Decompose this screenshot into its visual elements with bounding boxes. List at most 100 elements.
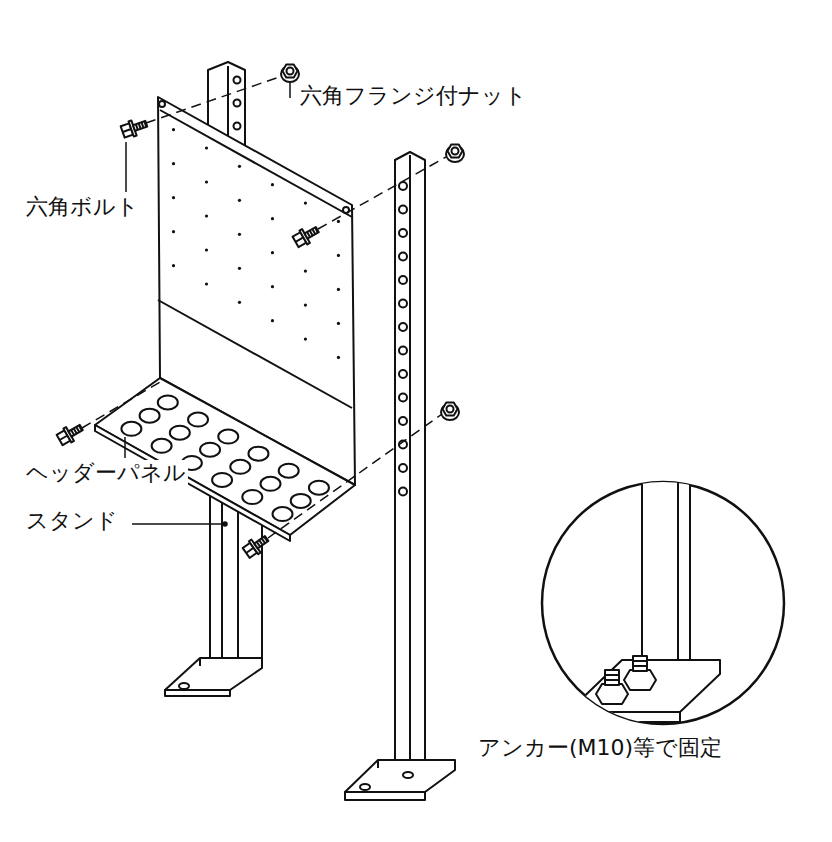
header-panel [248, 447, 268, 461]
flange-nut [446, 145, 464, 162]
right-stand [399, 206, 407, 214]
right-stand [360, 784, 370, 790]
header-panel [158, 395, 178, 409]
hex-bolt [139, 123, 141, 129]
header-panel [205, 180, 208, 183]
flange-nut [283, 65, 298, 78]
right-stand [399, 323, 407, 331]
right-stand [399, 370, 407, 378]
anchor-detail [605, 670, 619, 685]
hex-bolt [254, 536, 268, 548]
hex-bolt [292, 223, 322, 249]
hex-bolt [74, 428, 77, 433]
hex-bolt [262, 538, 265, 543]
assembly-line [82, 382, 160, 428]
right-stand [403, 772, 413, 778]
right-stand [345, 792, 425, 800]
right-stand [399, 276, 407, 284]
left-stand [234, 100, 241, 107]
header-panel [188, 413, 208, 427]
flange-nut [287, 68, 294, 75]
leader-line [125, 142, 127, 192]
header-panel [304, 337, 307, 340]
right-stand [399, 229, 407, 237]
flange-nut [441, 403, 459, 420]
right-stand [345, 760, 455, 792]
header-panel [271, 319, 274, 322]
left-stand [234, 77, 241, 84]
right-stand [399, 300, 407, 308]
header-panel [160, 110, 352, 217]
anchor-detail [568, 470, 720, 722]
header-panel [238, 233, 241, 236]
header-panel [279, 464, 299, 478]
left-stand [165, 658, 262, 690]
anchor-detail [605, 674, 619, 676]
header-panel [172, 230, 175, 233]
assembly-line [146, 76, 282, 123]
header-panel [205, 282, 208, 285]
right-stand [345, 152, 455, 800]
hex-bolt [257, 542, 260, 547]
left-stand [165, 690, 230, 696]
right-stand [399, 394, 407, 402]
hex-bolt [141, 122, 143, 128]
header-panel [121, 422, 141, 436]
hex-bolt [79, 425, 82, 430]
right-stand [399, 182, 407, 190]
header-panel [170, 426, 190, 440]
part-name: 六角フランジ付ナット [298, 83, 529, 109]
hex-bolt [312, 229, 315, 234]
header-panel [95, 378, 355, 535]
header-panel [212, 473, 232, 487]
anchor-detail [633, 665, 647, 667]
hex-bolt [264, 537, 267, 542]
hex-bolt [307, 232, 310, 237]
header-panel [271, 217, 274, 220]
header-panel [205, 248, 208, 251]
leader-line [132, 523, 224, 525]
hex-bolt [305, 227, 319, 239]
hex-bolt [296, 237, 304, 241]
anchor-detail [642, 470, 690, 660]
hex-bolt [120, 116, 149, 139]
flange-nut [448, 145, 463, 158]
hex-bolt [68, 425, 82, 437]
right-stand [377, 760, 379, 768]
header-panel [172, 128, 175, 131]
header-panel [337, 356, 340, 359]
header-panel [304, 201, 307, 204]
hex-bolt [242, 532, 272, 560]
hex-bolt [310, 230, 313, 235]
header-panel [238, 301, 241, 304]
anchor-detail [624, 670, 656, 690]
header-panel [159, 101, 165, 107]
header-panel [304, 303, 307, 306]
anchor-detail [568, 712, 680, 722]
header-panel [261, 477, 281, 491]
note: アンカー(M10)等で固定 [476, 735, 724, 761]
header-panel [205, 214, 208, 217]
header-panel [337, 254, 340, 257]
header-panel [273, 507, 293, 521]
header-panel [218, 430, 238, 444]
flange-nut [452, 148, 459, 155]
hex-bolt [246, 548, 253, 553]
header-panel [172, 162, 175, 165]
part-name: スタンド [24, 508, 120, 534]
part-name: ヘッダーパネル [24, 460, 188, 486]
hex-bolt [76, 427, 79, 432]
leader-line [223, 522, 227, 526]
header-panel [271, 285, 274, 288]
anchor-detail [605, 679, 619, 681]
anchor-detail [596, 684, 628, 704]
header-panel [172, 128, 340, 359]
hex-bolt [123, 129, 131, 132]
flange-nut [447, 406, 454, 413]
header-panel [337, 220, 340, 223]
anchor-detail [633, 656, 647, 671]
hex-bolt [56, 421, 86, 447]
hex-bolt [71, 430, 74, 435]
